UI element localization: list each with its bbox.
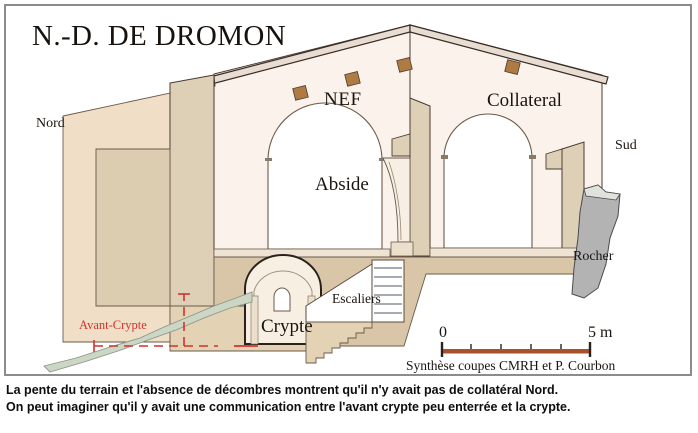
scale-label-end: 5 m xyxy=(588,324,613,341)
north-wall-offset-block xyxy=(95,148,171,307)
aisle-impost-right xyxy=(529,155,536,159)
figure-credit: Synthèse coupes CMRH et P. Courbon xyxy=(406,358,616,373)
label-nave: NEF xyxy=(324,89,362,110)
apse-floor-band xyxy=(213,248,391,258)
stair-shaft xyxy=(371,259,405,323)
label-crypt: Crypte xyxy=(261,316,313,337)
apse-impost-right xyxy=(379,158,386,161)
south-pier-capital xyxy=(545,148,563,170)
apse-impost-left xyxy=(265,158,272,161)
central-pier xyxy=(409,97,431,257)
caption-line-2: On peut imaginer qu'il y avait une commu… xyxy=(6,399,571,414)
figure-caption: La pente du terrain et l'absence de déco… xyxy=(6,382,692,415)
rock-cap-highlight xyxy=(583,184,621,201)
label-rock: Rocher xyxy=(573,249,614,264)
pier-squinch-rib xyxy=(388,161,402,241)
roof-beams xyxy=(292,56,521,101)
forecrypt-dashed-outline xyxy=(94,294,218,347)
caption-line-1: La pente du terrain et l'absence de déco… xyxy=(6,383,559,397)
crypt-niche xyxy=(273,287,291,312)
label-stairs: Escaliers xyxy=(332,291,381,306)
terrain-slope-band xyxy=(43,291,253,373)
section-drawing-frame: N.-D. DE DROMON Nord Sud NEF Collateral … xyxy=(4,4,692,376)
label-apse: Abside xyxy=(315,174,369,195)
figure-title: N.-D. DE DROMON xyxy=(32,20,287,52)
crypt-vault-line xyxy=(253,270,313,344)
label-forecrypt: Avant-Crypte xyxy=(79,318,147,332)
stair-steps-descending xyxy=(305,321,373,364)
architecture-section-svg xyxy=(43,24,621,373)
scale-bar xyxy=(440,342,592,357)
crypt-pilaster-left xyxy=(250,295,259,345)
scale-label-start: 0 xyxy=(439,324,447,341)
aisle-impost-left xyxy=(441,155,448,159)
roof-plane-south xyxy=(409,24,609,85)
aisle-floor-band xyxy=(429,247,587,258)
pier-base xyxy=(390,241,414,257)
label-south: Sud xyxy=(615,138,637,153)
aisle-arch xyxy=(443,113,533,249)
label-aisle: Collateral xyxy=(487,90,562,111)
north-wall-pier xyxy=(169,74,215,307)
apse-vault xyxy=(267,102,383,250)
label-north: Nord xyxy=(36,116,65,131)
stair-treads-vertical xyxy=(374,267,402,314)
cross-section-drawing xyxy=(6,6,690,374)
pier-capital-profile xyxy=(391,133,411,157)
